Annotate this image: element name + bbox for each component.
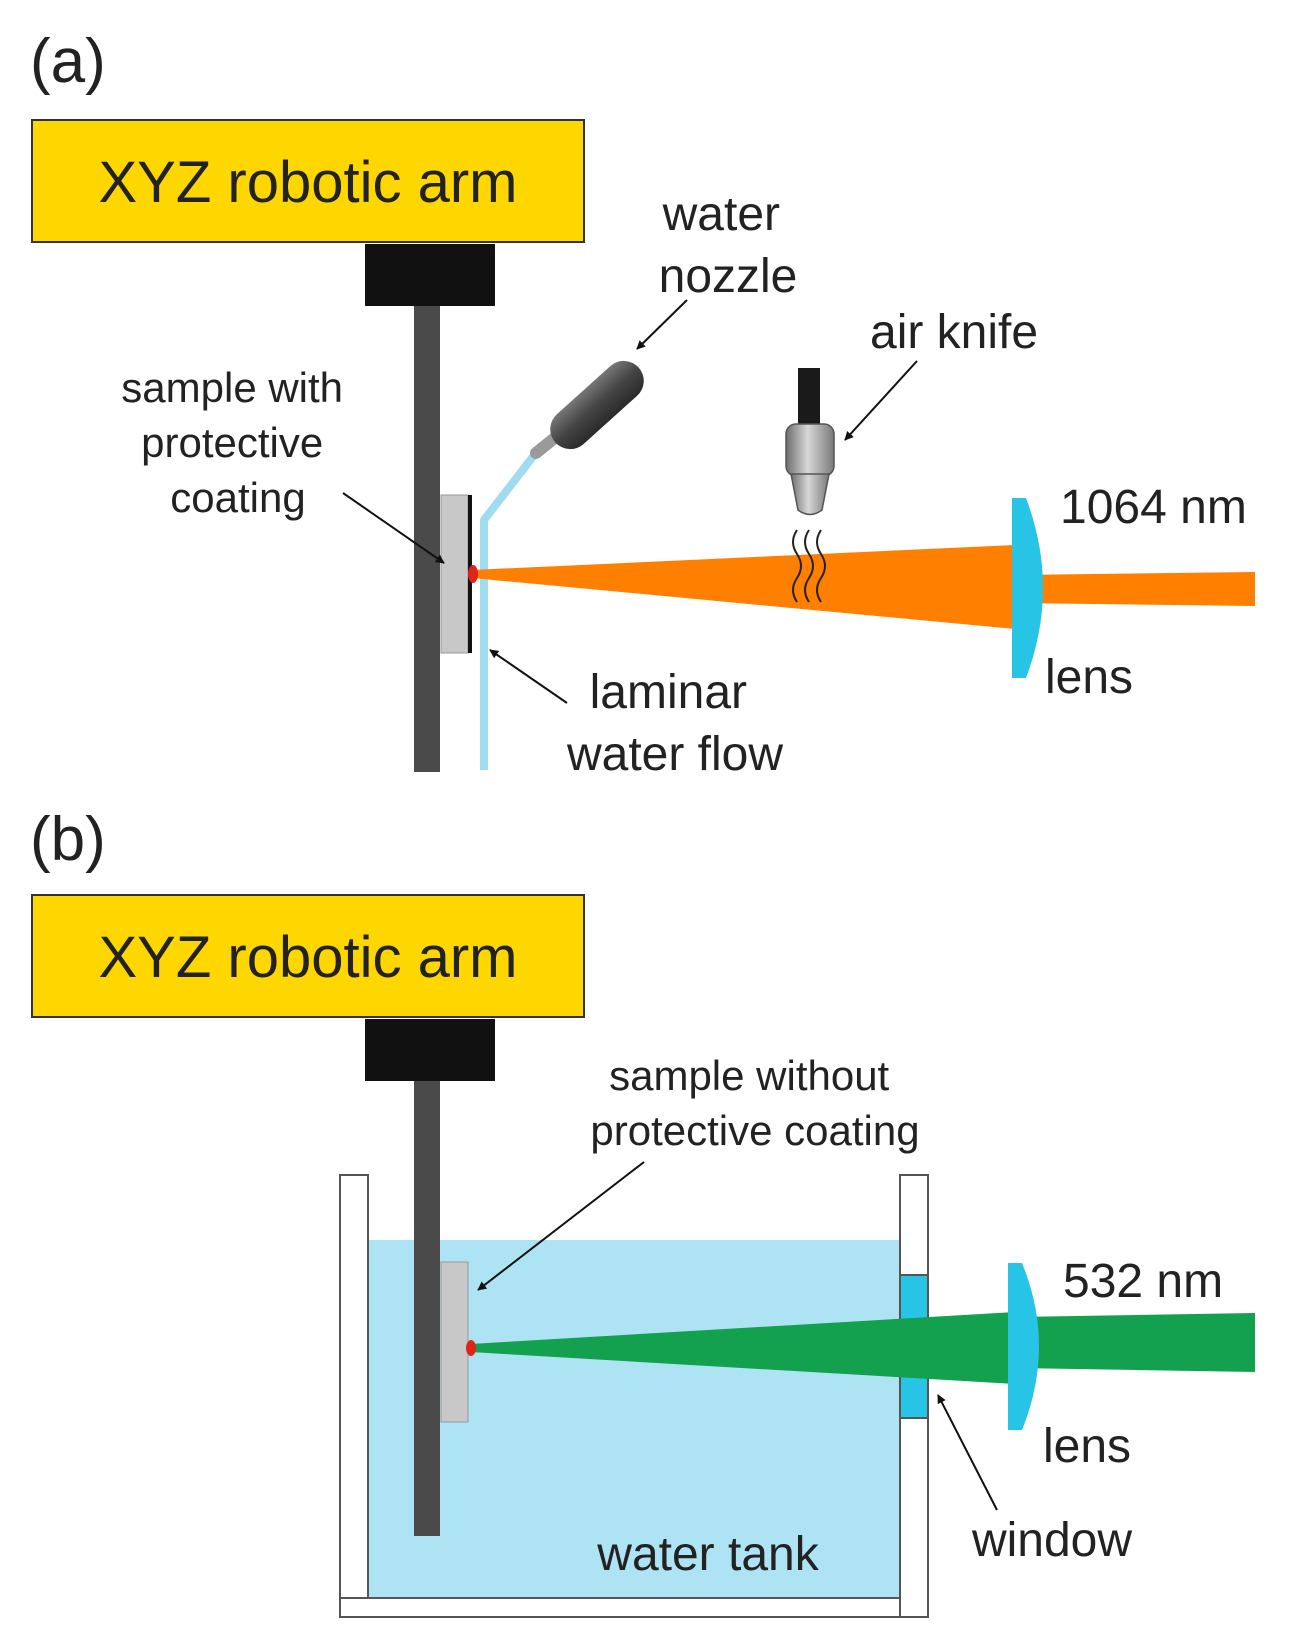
arrows-b bbox=[477, 1161, 998, 1511]
arrow-sample-b bbox=[477, 1161, 645, 1291]
lens-label-b: lens bbox=[1043, 1420, 1131, 1473]
arm-holder-b bbox=[365, 1019, 495, 1081]
arrow-sample-a bbox=[342, 492, 445, 564]
flow-label: laminar water flow bbox=[566, 666, 783, 781]
water-stream-a bbox=[480, 442, 546, 770]
wavelength-label-532: 532 nm bbox=[1063, 1255, 1223, 1308]
window-label: window bbox=[971, 1514, 1132, 1567]
arrow-window bbox=[937, 1394, 998, 1511]
air-flow-lines bbox=[792, 529, 826, 603]
robotic-arm-label-b: XYZ robotic arm bbox=[99, 925, 518, 990]
laser-spot-b bbox=[466, 1340, 476, 1356]
sample-label-a: sample with protective coating bbox=[121, 364, 354, 521]
robotic-arm-box-b bbox=[31, 894, 585, 1018]
laser-beam-532 bbox=[470, 1312, 1255, 1384]
wavelength-label-1064: 1064 nm bbox=[1060, 481, 1247, 534]
panel-b-label: (b) bbox=[30, 805, 106, 874]
arrow-flow bbox=[489, 649, 568, 704]
arrows-a bbox=[342, 299, 918, 704]
tank-left-wall bbox=[339, 1174, 369, 1616]
tank-bottom bbox=[339, 1597, 929, 1618]
tank-label: water tank bbox=[596, 1528, 819, 1581]
lens-a bbox=[1012, 498, 1043, 678]
arrow-air-knife bbox=[844, 360, 918, 441]
laser-spot-a bbox=[468, 565, 478, 583]
lens-b bbox=[1008, 1263, 1039, 1430]
air-knife bbox=[785, 368, 835, 516]
sample-a bbox=[440, 494, 469, 654]
panel-a: (a) XYZ robotic arm bbox=[30, 27, 1255, 781]
robotic-arm-box-a bbox=[31, 119, 585, 243]
air-knife-label: air knife bbox=[870, 306, 1038, 359]
arm-rod-a bbox=[414, 306, 440, 772]
sample-b bbox=[440, 1261, 469, 1423]
nozzle-label: water nozzle bbox=[659, 188, 798, 303]
arrow-nozzle bbox=[636, 299, 688, 350]
water-nozzle-body bbox=[550, 360, 644, 450]
panel-b: (b) XYZ robotic arm sample without prote… bbox=[30, 805, 1255, 1618]
lens-label-a: lens bbox=[1045, 651, 1133, 704]
arm-holder-a bbox=[365, 244, 495, 306]
arm-rod-b bbox=[414, 1081, 440, 1536]
tank-right-wall-upper bbox=[899, 1174, 929, 1276]
tank-right-wall-lower bbox=[899, 1417, 929, 1618]
laser-beam-1064 bbox=[472, 545, 1255, 629]
panel-a-label: (a) bbox=[30, 27, 106, 96]
robotic-arm-label-a: XYZ robotic arm bbox=[99, 150, 518, 215]
sample-label-b: sample without protective coating bbox=[590, 1052, 919, 1154]
